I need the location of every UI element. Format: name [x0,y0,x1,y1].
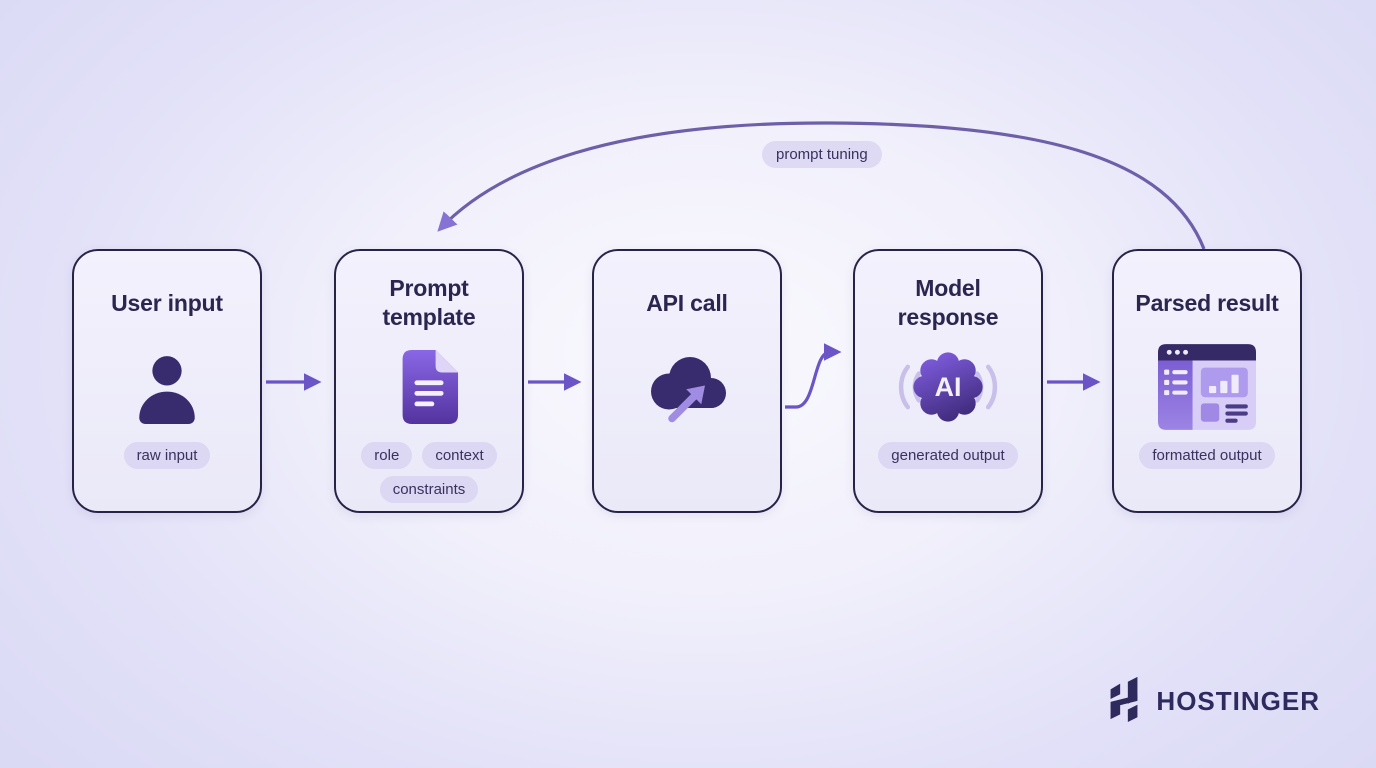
node-tag: role [361,442,413,469]
node-user-input: User input raw input [72,249,262,513]
node-title: User input [111,289,223,316]
arrow-api-to-model [785,343,842,409]
node-tags: generated output [864,442,1031,469]
cloud-upload-icon [639,341,735,433]
feedback-curve-arrow [437,121,1206,250]
document-icon [396,341,462,433]
user-icon [130,341,204,433]
node-title: Model response [897,275,999,330]
brand-logo-text: HOSTINGER [1156,686,1320,716]
browser-window-icon [1158,341,1256,433]
node-tags: role context constraints [336,442,522,503]
brand-logo: HOSTINGER [1104,675,1320,728]
node-api-call: API call [592,249,782,513]
node-tag: raw input [123,442,211,469]
node-title: API call [646,289,728,316]
hostinger-logo-icon [1104,675,1144,728]
node-parsed-result: Parsed result [1112,249,1302,513]
node-prompt-template: Prompt template role context constraints [334,249,524,513]
node-model-response: Model response [853,249,1043,513]
node-tag: formatted output [1139,442,1275,469]
node-title: Parsed result [1135,289,1279,316]
node-tags: formatted output [1125,442,1288,469]
node-tag: context [422,442,497,469]
ai-badge-text: AI [935,372,962,402]
node-tag: generated output [878,442,1018,469]
ai-badge-icon: AI [881,341,1015,433]
feedback-label: prompt tuning [762,141,882,168]
node-title: Prompt template [382,275,476,330]
node-tag: constraints [379,476,479,503]
node-tags: raw input [110,442,225,469]
